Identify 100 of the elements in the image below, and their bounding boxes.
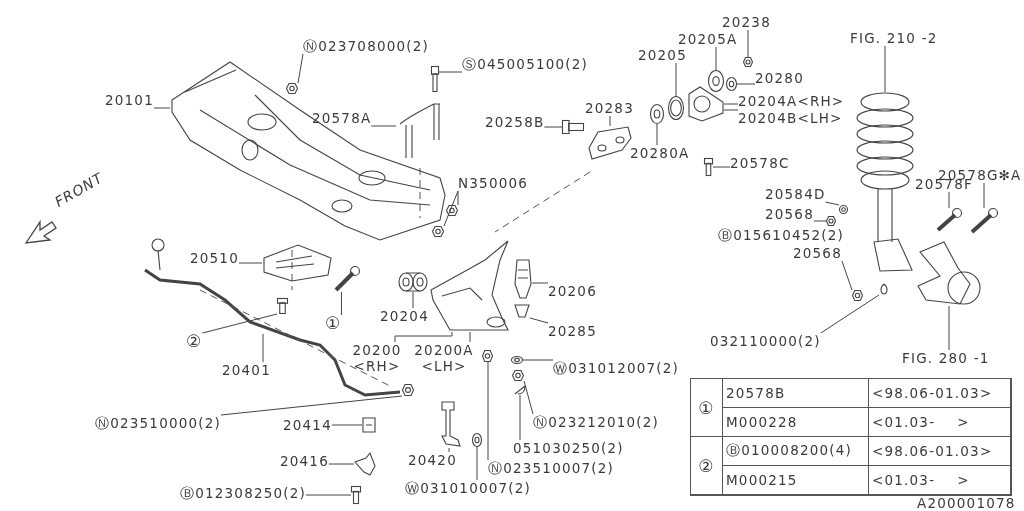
table-cell: 20578B <box>723 379 869 408</box>
leader-line <box>523 380 534 415</box>
part-number: 032110000(2) <box>710 333 821 349</box>
part-number: 20280A <box>630 145 690 161</box>
cotter-pin-drawing <box>514 385 526 395</box>
ball-joint-drawing <box>514 258 532 300</box>
leader-line <box>476 446 478 481</box>
part-number: 20414 <box>283 417 332 433</box>
table-cell: <98.06-01.03> <box>869 437 1011 466</box>
part-number: 20200 <RH> <box>346 342 408 374</box>
steering-knuckle-drawing <box>916 240 982 306</box>
part-number: Ⓦ031010007(2) <box>405 480 532 496</box>
washer-drawing <box>650 104 664 124</box>
leader-line <box>153 107 171 109</box>
leader-line <box>519 394 521 441</box>
leader-line <box>841 260 853 291</box>
bolt-drawing <box>351 486 361 504</box>
table-cell: ② <box>691 437 723 495</box>
table-cell: <01.03- > <box>869 466 1011 495</box>
leader-line <box>448 447 450 453</box>
crossmember-drawing <box>170 60 448 244</box>
nut-drawing <box>482 350 493 362</box>
part-number: 20510 <box>190 250 239 266</box>
leader-line <box>412 291 414 309</box>
leader-line <box>469 331 471 343</box>
part-number: FIG. 280 -1 <box>902 350 990 366</box>
part-number: Ⓢ045005100(2) <box>462 56 589 72</box>
leader-line <box>747 29 749 58</box>
leader-line <box>543 126 563 128</box>
part-number: N350006 <box>458 175 529 191</box>
part-number: Ⓝ023510007(2) <box>488 460 615 476</box>
mount-bracket-drawing <box>262 244 332 282</box>
leader-line <box>262 333 264 363</box>
leader-line <box>948 191 950 209</box>
washer-drawing <box>511 356 523 364</box>
part-number: 051030250(2) <box>513 440 624 456</box>
nut-drawing <box>402 384 414 396</box>
washer-drawing <box>708 70 724 92</box>
leader-line <box>394 331 453 343</box>
leader-line <box>983 182 985 209</box>
leader-line <box>438 71 463 73</box>
leader-line <box>723 103 739 105</box>
part-number: 20204B<LH> <box>738 110 843 126</box>
bolt-drawing <box>562 120 584 134</box>
leader-line <box>457 190 459 206</box>
part-number: 20101 <box>105 92 154 108</box>
part-number: Ⓝ023212010(2) <box>533 414 660 430</box>
leader-line <box>609 115 611 127</box>
part-number: 20420 <box>408 452 457 468</box>
bolt-drawing <box>277 298 288 314</box>
bolt-drawing <box>704 158 713 176</box>
part-number: 20280 <box>755 70 804 86</box>
part-number: 20204 <box>380 308 429 324</box>
strut-spring-drawing <box>856 92 914 272</box>
part-number: 20258B <box>485 114 545 130</box>
part-number: Ⓦ031012007(2) <box>553 360 680 376</box>
leader-line <box>340 291 342 316</box>
table-cell: <01.03- > <box>869 408 1011 437</box>
table-cell: <98.06-01.03> <box>869 379 1011 408</box>
leader-line <box>531 282 549 284</box>
part-number: 20285 <box>548 323 597 339</box>
control-arm-drawing <box>430 240 510 332</box>
leader-line <box>328 463 355 465</box>
part-number: 20283 <box>585 100 634 116</box>
clamp-bracket-drawing <box>354 452 376 476</box>
part-number: 20204A<RH> <box>738 93 845 109</box>
bolt-drawing <box>334 266 360 292</box>
bearing-ring-drawing <box>668 96 684 120</box>
nut-drawing <box>743 57 753 67</box>
leader-line <box>487 361 489 461</box>
nut-drawing <box>432 226 444 237</box>
nut-drawing <box>512 370 524 381</box>
part-number: 20401 <box>222 362 271 378</box>
clip-drawing <box>879 283 889 295</box>
washer-drawing <box>839 205 848 214</box>
part-number: 20578A <box>312 110 372 126</box>
part-number: 20206 <box>548 283 597 299</box>
table-cell: M000228 <box>723 408 869 437</box>
part-number: 20568 <box>793 245 842 261</box>
dust-boot-drawing <box>514 304 530 318</box>
leader-line <box>712 166 731 168</box>
leader-line <box>443 190 459 227</box>
leader-line <box>529 317 549 324</box>
leader-line <box>238 262 263 264</box>
leader-line <box>675 62 677 97</box>
leader-line <box>297 53 304 84</box>
washer-drawing <box>472 433 482 447</box>
nut-drawing <box>286 83 298 94</box>
part-number: Ⓑ015610452(2) <box>718 228 845 242</box>
part-number: 20416 <box>280 453 329 469</box>
part-number: 20205A <box>678 31 738 47</box>
leader-line <box>220 395 403 416</box>
part-number: ① <box>325 315 342 331</box>
part-number: 20200A <LH> <box>413 342 475 374</box>
part-number: 20568 <box>765 206 814 222</box>
leader-line <box>201 313 278 334</box>
bushing-drawing <box>362 416 376 434</box>
nut-drawing <box>852 290 863 301</box>
leader-line <box>825 201 840 206</box>
leader-line <box>948 305 950 351</box>
